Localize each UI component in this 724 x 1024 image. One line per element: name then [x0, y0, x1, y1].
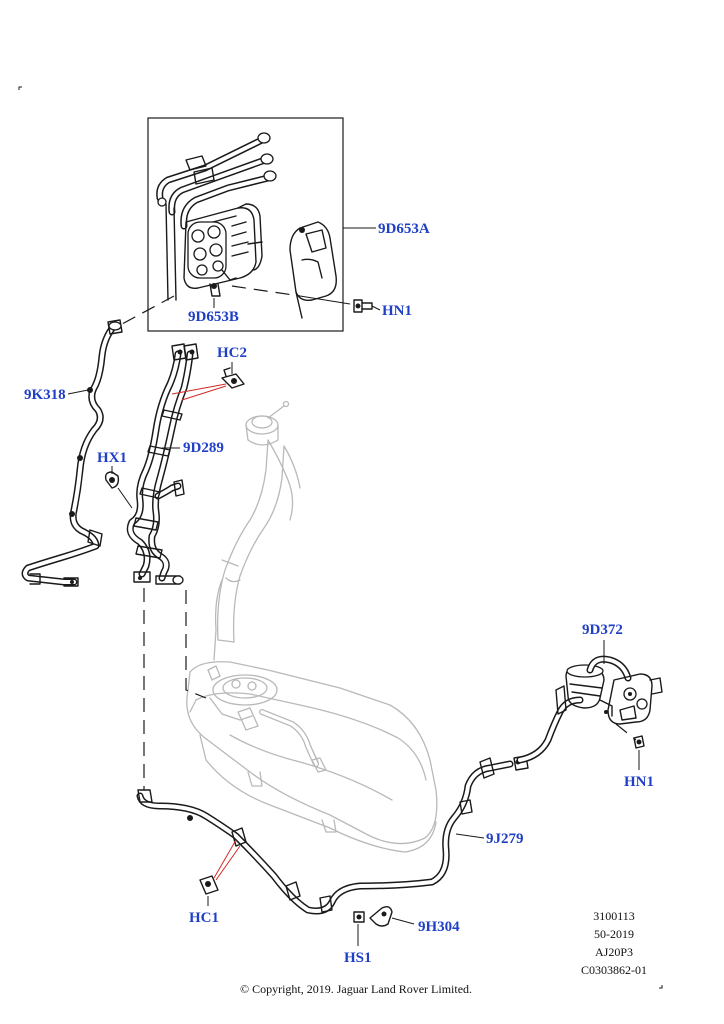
pipe-9j279 — [136, 755, 529, 915]
clip-hc2 — [171, 362, 245, 401]
valve-9d372 — [516, 640, 663, 764]
callout-hc1: HC1 — [189, 910, 219, 926]
clip-hc1 — [199, 839, 241, 906]
pipe-9k318 — [21, 319, 123, 587]
pipe-9d289 — [126, 343, 199, 585]
nut-hn1-right — [633, 735, 645, 770]
copyright-notice: © Copyright, 2019. Jaguar Land Rover Lim… — [240, 982, 472, 996]
dash-9d289-to-tank — [185, 590, 207, 699]
callout-9d653b: 9D653B — [188, 309, 239, 325]
callout-9j279: 9J279 — [486, 831, 524, 847]
grommet-hx1 — [104, 466, 133, 509]
reference-line-4: C0303862-01 — [581, 963, 647, 977]
fuel-tank-ghost — [186, 400, 438, 853]
callout-hs1: HS1 — [344, 950, 372, 966]
filter-assembly-box — [147, 117, 381, 332]
screw-hs1 — [353, 911, 365, 946]
bracket-9h304 — [369, 905, 415, 927]
callout-9d289: 9D289 — [183, 440, 224, 456]
callout-hx1: HX1 — [97, 450, 127, 466]
reference-line-2: 50-2019 — [594, 927, 634, 941]
reference-line-1: 3100113 — [593, 909, 635, 923]
callout-hn1-right: HN1 — [624, 774, 654, 790]
callout-9d653a: 9D653A — [378, 221, 430, 237]
callout-9h304: 9H304 — [418, 919, 460, 935]
reference-block: 3100113 50-2019 AJ20P3 C0303862-01 — [581, 909, 647, 977]
reference-line-3: AJ20P3 — [595, 945, 633, 959]
callout-hc2: HC2 — [217, 345, 247, 361]
callout-9d372: 9D372 — [582, 622, 623, 638]
callout-9k318: 9K318 — [24, 387, 66, 403]
callout-hn1-top: HN1 — [382, 303, 412, 319]
dash-box-to-9k318 — [121, 295, 175, 325]
corner-marks — [18, 86, 663, 989]
